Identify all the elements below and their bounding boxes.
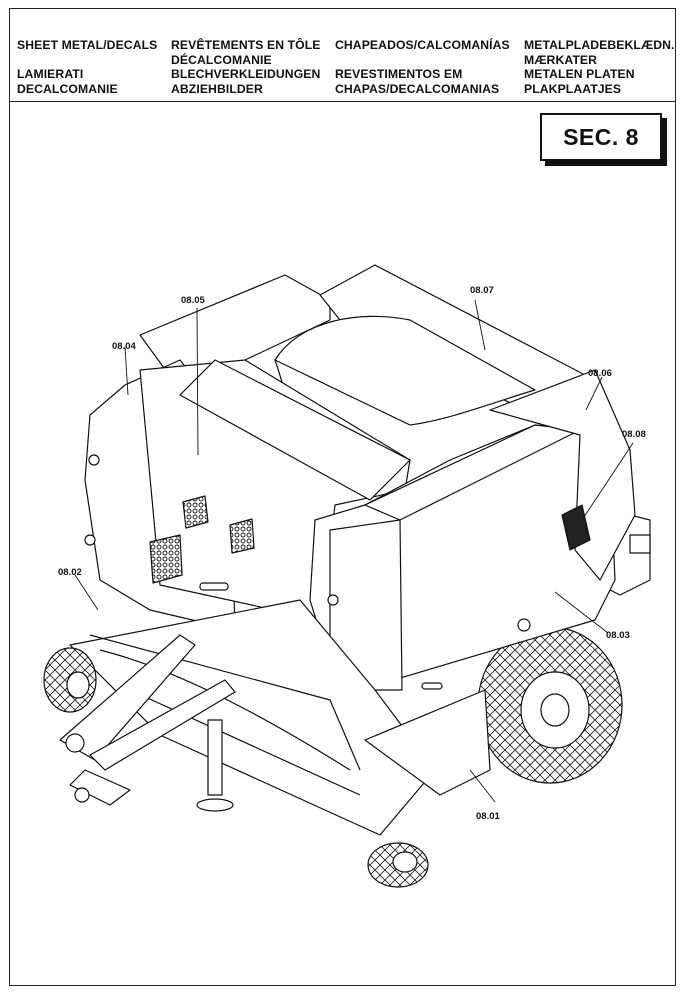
- title-line: MÆRKATER: [524, 52, 598, 67]
- title-line: METALPLADEBEKLÆDN.: [524, 38, 675, 52]
- title-column-da-nl: METALPLADEBEKLÆDN. MÆRKATER METALEN PLAT…: [524, 38, 675, 96]
- callout-08-03: 08.03: [606, 630, 630, 641]
- title-column-en-it: SHEET METAL/DECALS LAMIERATI DECALCOMANI…: [17, 38, 157, 96]
- title-line: [17, 53, 157, 68]
- title-line: CHAPEADOS/CALCOMANÍAS: [335, 38, 510, 52]
- title-column-fr-de: REVÊTEMENTS EN TÔLE DÉCALCOMANIE BLECHVE…: [171, 38, 321, 96]
- title-block: SHEET METAL/DECALS LAMIERATI DECALCOMANI…: [9, 8, 676, 102]
- title-line: PLAKPLAATJES: [524, 81, 622, 96]
- callout-08-05: 08.05: [181, 295, 205, 306]
- section-label: SEC. 8: [563, 123, 639, 150]
- title-line: REVÊTEMENTS EN TÔLE: [171, 38, 321, 52]
- title-line: METALEN PLATEN: [524, 67, 635, 81]
- callout-08-06: 08.06: [588, 368, 612, 379]
- callout-08-08: 08.08: [622, 429, 646, 440]
- title-line: REVESTIMENTOS EM: [335, 67, 463, 81]
- title-line: [335, 53, 510, 68]
- page-frame: [9, 8, 676, 986]
- title-line: ABZIEHBILDER: [171, 81, 263, 96]
- title-column-es-pt: CHAPEADOS/CALCOMANÍAS REVESTIMENTOS EM C…: [335, 38, 510, 96]
- title-line: DECALCOMANIE: [17, 81, 118, 96]
- callout-08-07: 08.07: [470, 285, 494, 296]
- title-line: BLECHVERKLEIDUNGEN: [171, 67, 321, 81]
- baler-illustration: [43, 264, 651, 888]
- section-label-box: SEC. 8: [540, 113, 662, 161]
- title-line: DÉCALCOMANIE: [171, 52, 272, 67]
- callout-08-01: 08.01: [476, 811, 500, 822]
- title-line: SHEET METAL/DECALS: [17, 38, 158, 52]
- callout-08-02: 08.02: [58, 567, 82, 578]
- callout-08-04: 08.04: [112, 341, 136, 352]
- title-line: LAMIERATI: [17, 67, 84, 81]
- title-line: CHAPAS/DECALCOMANIAS: [335, 81, 500, 96]
